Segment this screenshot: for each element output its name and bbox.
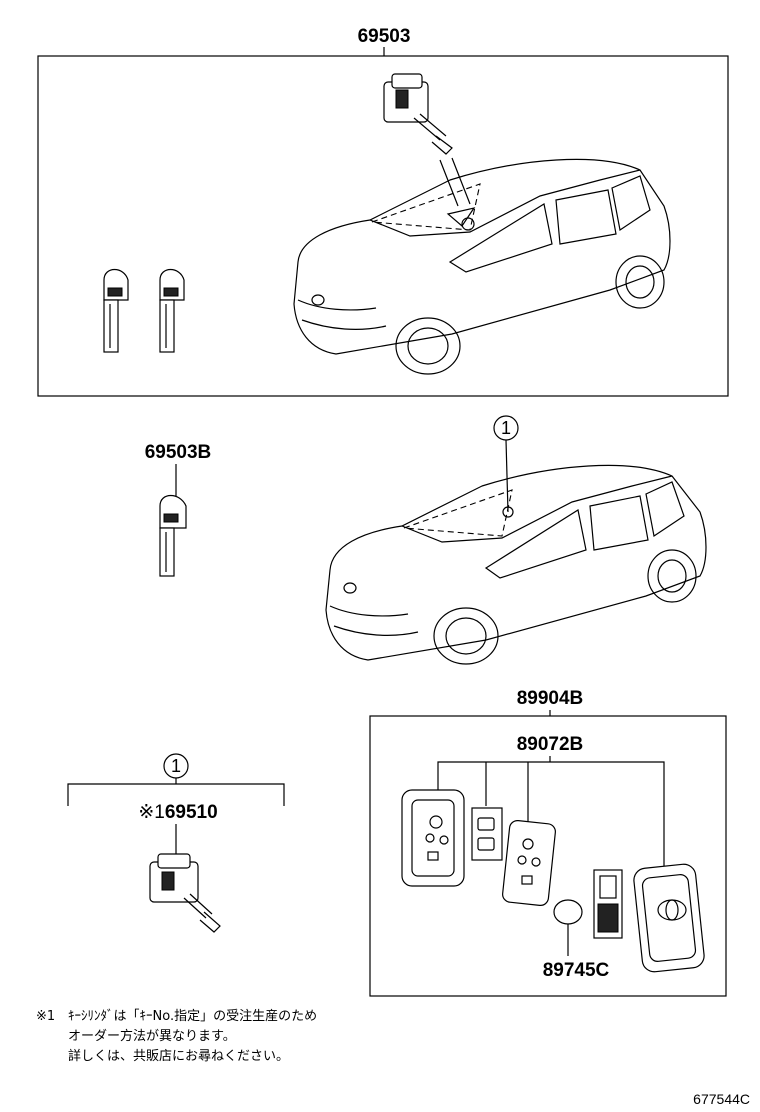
part-number-89904b[interactable]: 89904B <box>517 688 584 709</box>
note-marker: ※1 <box>36 1009 55 1024</box>
smart-key-circuit-board[interactable] <box>502 820 556 906</box>
callout-1-cylinder[interactable]: 1 <box>171 756 181 776</box>
ignition-key-cylinder-top[interactable] <box>383 47 453 155</box>
key-blank-69503b[interactable] <box>159 494 187 577</box>
part-number-69503b[interactable]: 69503B <box>145 442 212 463</box>
note-line-1: ｷｰｼﾘﾝﾀﾞは「ｷｰNo.指定」の受注生産のため <box>68 1008 317 1024</box>
key-blank-2[interactable] <box>159 268 185 353</box>
smart-key-case-back[interactable] <box>401 789 465 887</box>
part-number-69503[interactable]: 69503 <box>358 26 411 47</box>
smart-key-battery-holder[interactable] <box>593 869 623 939</box>
ignition-key-cylinder-69510[interactable] <box>149 853 221 933</box>
leader-callout-car <box>505 439 509 513</box>
part-number-89745c[interactable]: 89745C <box>543 960 610 981</box>
smart-key-buttons[interactable] <box>471 807 503 861</box>
part-number-69510[interactable]: ※169510 <box>138 802 217 823</box>
drawing-code: 677544C <box>693 1091 750 1107</box>
bracket-89072b <box>437 756 665 866</box>
coin-battery[interactable] <box>553 899 583 925</box>
part-number-89072b[interactable]: 89072B <box>517 734 584 755</box>
smart-key-case-front[interactable] <box>633 863 706 973</box>
bracket-69510 <box>67 778 285 806</box>
group-box-69503 <box>37 55 729 397</box>
note-line-3: 詳しくは、共販店にお尋ねください。 <box>68 1048 289 1064</box>
car-illustration-middle <box>325 464 707 665</box>
install-arrow <box>439 157 476 227</box>
callout-1-car[interactable]: 1 <box>501 418 511 438</box>
group-box-89904b <box>369 715 727 997</box>
note-line-2: オーダー方法が異なります。 <box>68 1028 236 1044</box>
key-blank-1[interactable] <box>103 268 129 353</box>
car-illustration-top <box>293 158 671 375</box>
